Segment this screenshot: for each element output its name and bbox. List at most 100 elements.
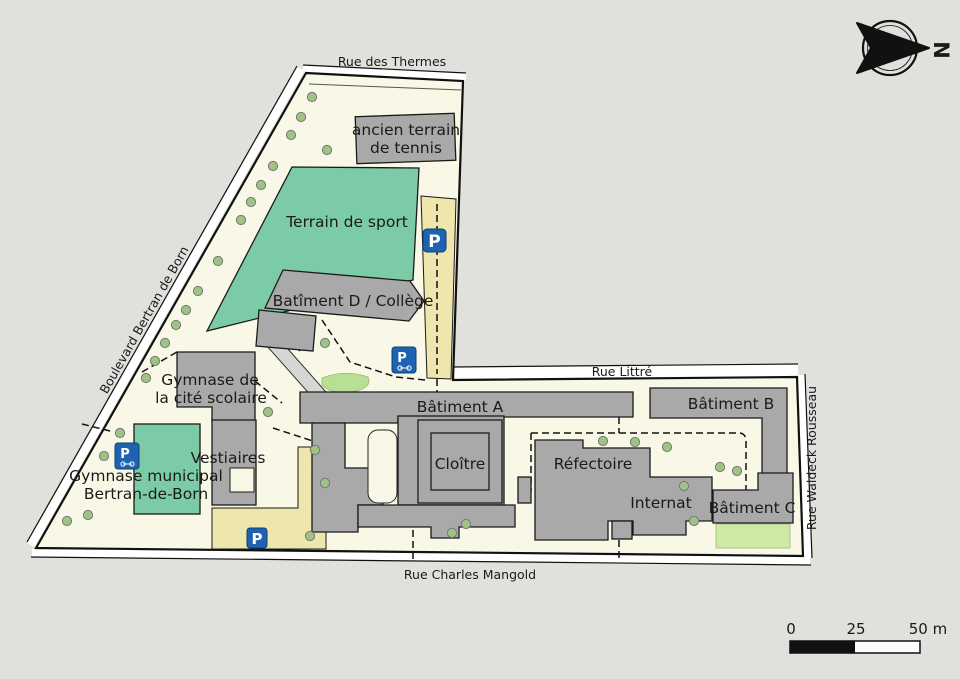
street-label-mangold: Rue Charles Mangold bbox=[404, 567, 536, 582]
tree-icon bbox=[319, 337, 331, 349]
tree-icon bbox=[267, 160, 279, 172]
tree-icon bbox=[597, 435, 609, 447]
tree-icon bbox=[678, 480, 690, 492]
parking-letter: P bbox=[397, 351, 407, 366]
label-internat: Internat bbox=[630, 494, 692, 512]
tree-icon bbox=[180, 304, 192, 316]
label-cloitre: Cloître bbox=[435, 455, 486, 473]
label-batiment-a: Bâtiment A bbox=[417, 398, 504, 416]
internat-annex bbox=[611, 520, 633, 540]
street-label-waldeck: Rue Waldeck Rousseau bbox=[804, 386, 819, 530]
label-terrain-sport: Terrain de sport bbox=[285, 213, 408, 231]
tree-icon bbox=[306, 91, 318, 103]
parking-letter: P bbox=[428, 232, 440, 252]
path-vestiaires bbox=[272, 427, 323, 445]
path-boulevard-gate bbox=[81, 423, 115, 433]
label-batiment-d: Batîment D / Collège bbox=[273, 292, 434, 310]
street-label-thermes: Rue des Thermes bbox=[338, 54, 446, 69]
parking-lot-north bbox=[420, 195, 457, 380]
tree-icon bbox=[262, 406, 274, 418]
parking-icons: P P P P bbox=[114, 228, 447, 549]
fence-line bbox=[308, 83, 462, 91]
road-mangold bbox=[31, 549, 811, 565]
tree-icon bbox=[295, 111, 307, 123]
tree-icon bbox=[98, 450, 110, 462]
ancien-terrain-tennis-building bbox=[354, 112, 457, 165]
parking-icon-south: P bbox=[246, 527, 268, 549]
bike-parking-icon-center: P bbox=[391, 346, 417, 374]
tree-icon bbox=[212, 255, 224, 267]
scale-tick-25: 25 bbox=[846, 620, 865, 638]
tree-icon bbox=[61, 515, 73, 527]
trees bbox=[61, 91, 743, 542]
road-littre-edge bbox=[451, 363, 799, 368]
buildings bbox=[176, 112, 794, 541]
tree-icon bbox=[245, 196, 257, 208]
lawn-central bbox=[321, 372, 370, 393]
scale-bar-filled bbox=[790, 641, 855, 653]
batiment-a-south-wing bbox=[357, 504, 516, 539]
path-gym-nw bbox=[141, 351, 178, 373]
parking-letter: P bbox=[252, 530, 263, 548]
tree-icon bbox=[309, 444, 321, 456]
batiment-d-annex bbox=[255, 309, 317, 352]
label-batiment-c: Bâtiment C bbox=[709, 499, 796, 517]
batiment-c-building bbox=[712, 472, 794, 524]
street-label-littre: Rue Littré bbox=[592, 364, 653, 379]
tree-icon bbox=[731, 465, 743, 477]
label-tennis-line1: ancien terrain bbox=[352, 121, 460, 139]
tree-icon bbox=[255, 179, 267, 191]
road-boulevard bbox=[27, 67, 305, 547]
parking-icon-north: P bbox=[422, 228, 447, 253]
scale-tick-50: 50 m bbox=[909, 620, 947, 638]
path-court-loop bbox=[531, 432, 747, 490]
refectoire-internat-building bbox=[534, 439, 713, 541]
building-labels: ancien terrain de tennis Terrain de spor… bbox=[69, 121, 795, 517]
tree-icon bbox=[159, 337, 171, 349]
path-gym-se bbox=[254, 380, 283, 404]
label-vestiaires: Vestiaires bbox=[191, 449, 266, 467]
vestiaires-courtyard bbox=[229, 467, 255, 493]
label-refectoire: Réfectoire bbox=[554, 455, 633, 473]
road-thermes-edge bbox=[302, 64, 467, 74]
north-letter: N bbox=[929, 41, 953, 59]
road-waldeck-edge bbox=[804, 373, 813, 559]
road-mangold-edge bbox=[30, 556, 812, 566]
gymnase-municipal-building bbox=[133, 423, 201, 515]
road-thermes bbox=[302, 65, 467, 81]
north-arrow-icon bbox=[856, 22, 930, 74]
batiment-d-building bbox=[264, 269, 425, 322]
tree-icon bbox=[446, 527, 458, 539]
tree-icon bbox=[460, 518, 472, 530]
tree-icon bbox=[140, 372, 152, 384]
tree-icon bbox=[319, 477, 331, 489]
north-arrow: N bbox=[856, 19, 953, 77]
tree-icon bbox=[170, 319, 182, 331]
parking-icon bbox=[246, 527, 268, 549]
amphitheater bbox=[367, 429, 398, 504]
cloister-inner-wall bbox=[430, 432, 490, 491]
tree-icon bbox=[235, 214, 247, 226]
tree-icon bbox=[82, 509, 94, 521]
label-gymnase-municipal-line1: Gymnase municipal bbox=[69, 467, 223, 485]
road-boulevard-edge bbox=[26, 65, 298, 543]
road-waldeck bbox=[797, 374, 812, 559]
parking-letter: P bbox=[120, 447, 130, 462]
tree-icon bbox=[285, 129, 297, 141]
tree-icon bbox=[114, 427, 126, 439]
tree-icon bbox=[149, 355, 161, 367]
batiment-a-east-annex bbox=[517, 476, 532, 504]
label-batiment-b: Bâtiment B bbox=[688, 395, 775, 413]
tree-icon bbox=[688, 515, 700, 527]
lawn-south-east bbox=[715, 523, 791, 549]
cloister-outer-wall bbox=[417, 419, 503, 504]
label-gymnase-municipal-line2: Bertran-de-Born bbox=[84, 485, 208, 503]
label-gymnase-cite-line1: Gymnase de bbox=[161, 371, 259, 389]
tree-icon bbox=[321, 144, 333, 156]
scale-tick-0: 0 bbox=[786, 620, 796, 638]
tree-icon bbox=[192, 285, 204, 297]
path-college bbox=[321, 319, 426, 381]
parking-icon bbox=[422, 228, 447, 253]
